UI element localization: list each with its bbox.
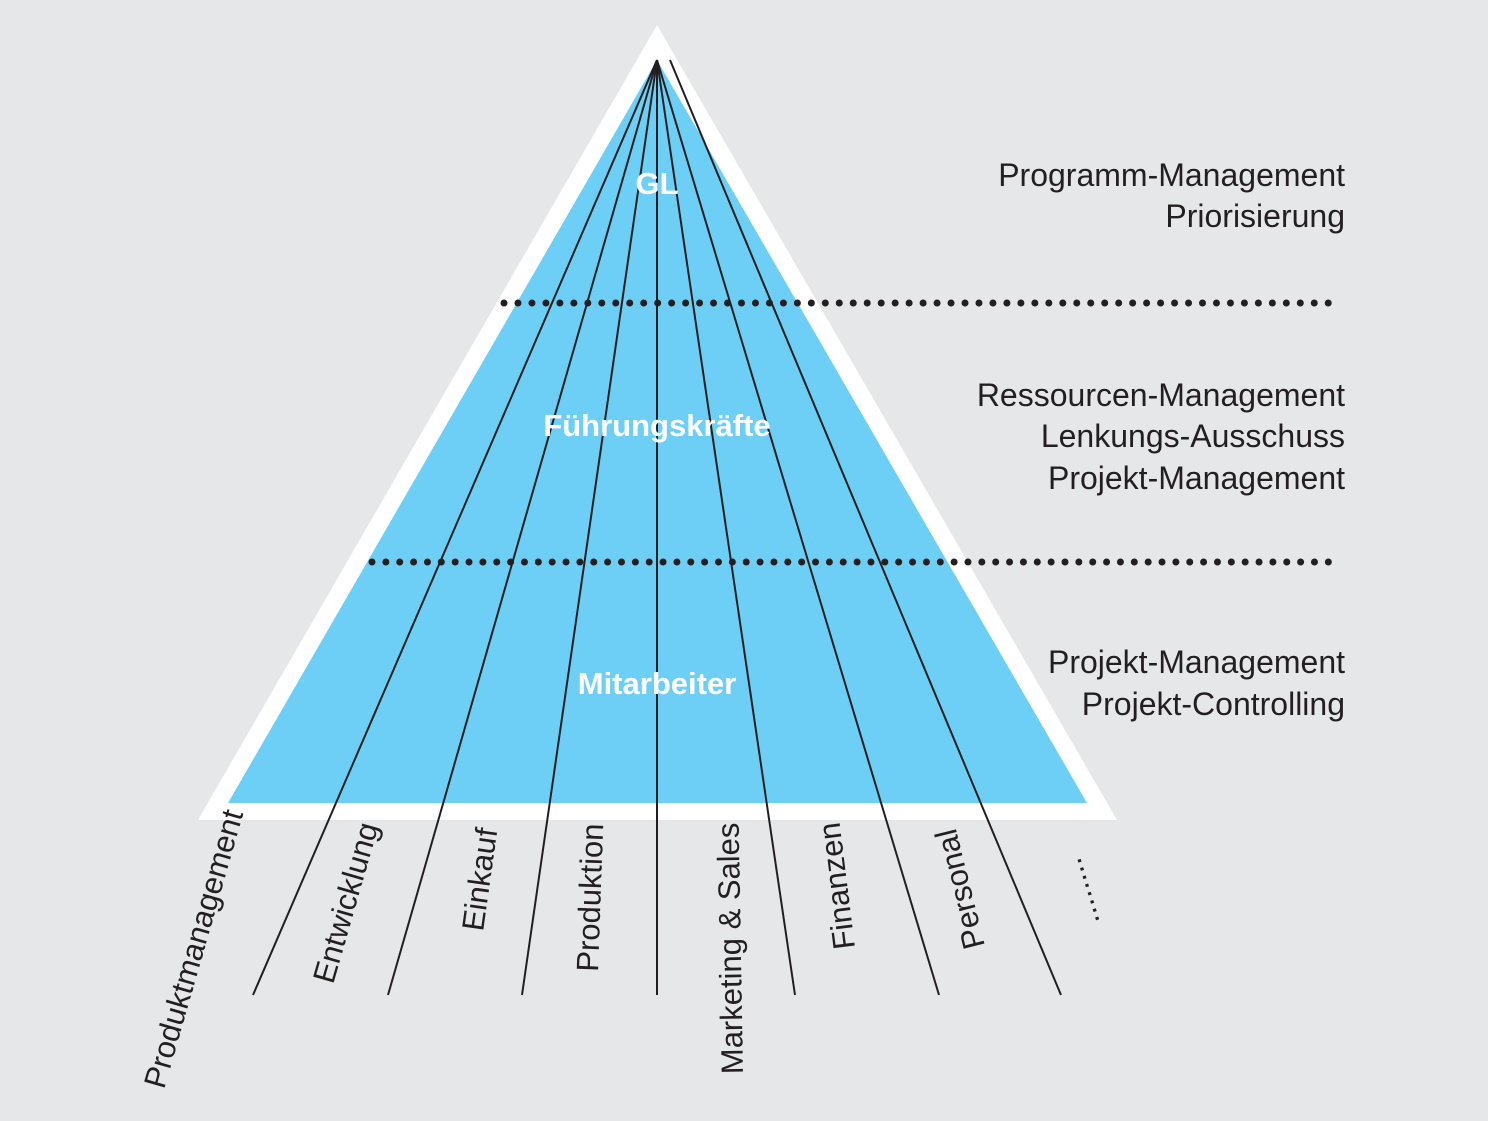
responsibility-line: Ressourcen-Management [977, 377, 1345, 413]
responsibility-line: Projekt-Management [1048, 460, 1345, 496]
level-label-gl: GL [635, 166, 678, 201]
department-label-produktmanagement: Produktmanagement [137, 805, 250, 1092]
department-label-finanzen: Finanzen [812, 821, 862, 952]
department-label-more: ........ [1053, 854, 1107, 930]
responsibility-line: Lenkungs-Ausschuss [1041, 418, 1345, 454]
department-line [252, 59, 658, 996]
department-line [521, 59, 658, 996]
responsibility-line: Projekt-Controlling [1082, 686, 1345, 722]
level-label-fuehrungskraefte: Führungskräfte [543, 408, 770, 443]
department-line [387, 59, 658, 996]
department-label-produktion: Produktion [570, 823, 610, 972]
department-label-marketing-sales: Marketing & Sales [711, 822, 750, 1074]
department-line [656, 59, 796, 996]
department-label-personal: Personal [928, 826, 992, 953]
responsibility-group-gl: Programm-Management Priorisierung [998, 157, 1345, 234]
responsibility-line: Projekt-Management [1048, 644, 1345, 680]
responsibility-group-mitarbeiter: Projekt-Management Projekt-Controlling [1048, 644, 1345, 722]
level-label-mitarbeiter: Mitarbeiter [578, 666, 736, 701]
department-lines [252, 59, 1062, 996]
department-line [669, 59, 1062, 996]
department-label-einkauf: Einkauf [455, 825, 504, 933]
department-line [656, 59, 940, 996]
department-labels: Produktmanagement Entwicklung Einkauf Pr… [137, 805, 1107, 1092]
responsibility-line: Programm-Management [998, 157, 1345, 193]
responsibility-line: Priorisierung [1165, 198, 1345, 234]
responsibility-group-fuehrungskraefte: Ressourcen-Management Lenkungs-Ausschuss… [977, 377, 1345, 496]
